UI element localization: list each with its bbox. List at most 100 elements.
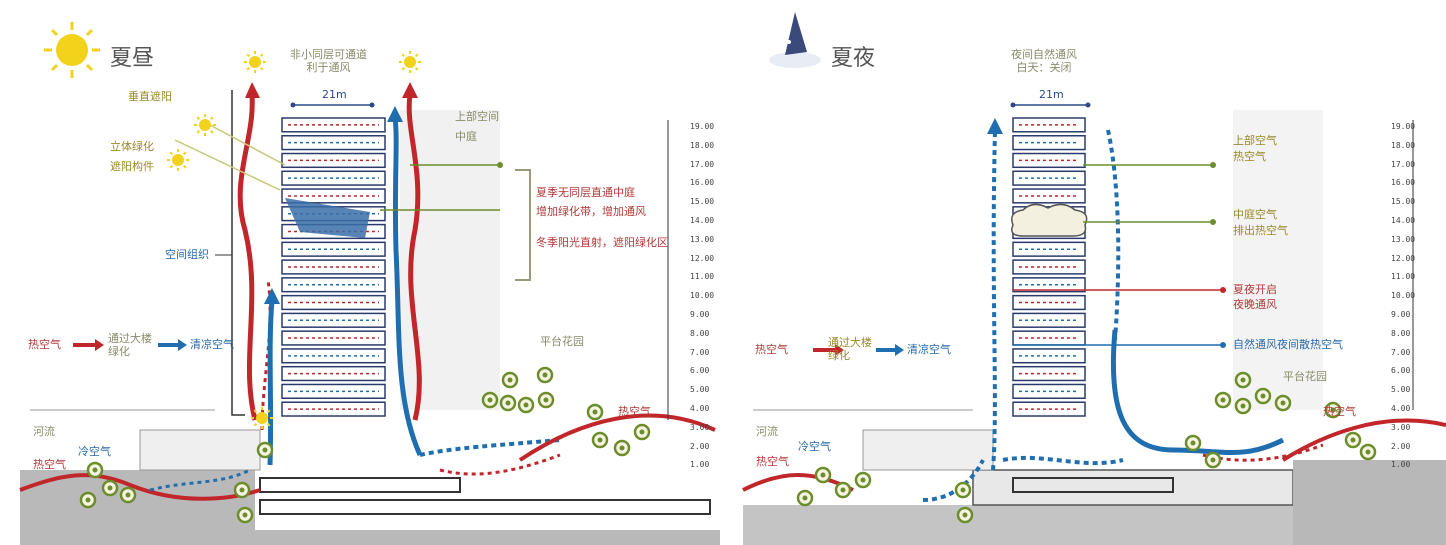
tree-icon: [536, 366, 554, 384]
floor-slab: [1012, 117, 1086, 133]
ground-label: 热空气: [33, 458, 66, 471]
floor-slab: [1012, 259, 1086, 275]
float-label: 热空气: [1323, 405, 1356, 418]
floor-slab: [1012, 312, 1086, 328]
tree-icon: [1344, 431, 1362, 449]
left-note: 立体绿化: [110, 140, 154, 153]
top-note-line: 白天：关闭: [1016, 61, 1072, 74]
right-label: 热空气: [1233, 150, 1266, 163]
elevation-tick-label: 5.00: [690, 385, 710, 395]
ground-label: 热空气: [756, 455, 789, 468]
hot-air-flow: [237, 94, 258, 421]
tree-icon: [236, 506, 254, 524]
elevation-tick-label: 9.00: [1391, 309, 1411, 319]
floor-slab: [1012, 365, 1086, 382]
small-sun-icons: [167, 51, 421, 429]
moon-icon: [769, 12, 821, 68]
floor-slab: [1012, 135, 1086, 151]
podium: [972, 469, 1294, 506]
bracket-note: 夏季无同层直通中庭: [536, 186, 635, 199]
width-label: 21m: [322, 88, 347, 101]
tree-icon: [814, 466, 832, 484]
floor-slab: [1012, 152, 1086, 169]
float-label: 平台花园: [1283, 370, 1327, 383]
floor-slab: [281, 135, 386, 151]
summer-day-panel: 夏昼 非小同层可通道 利于通风 21m 垂直遮阳 立体绿化 遮阳构件 空间组织 …: [19, 22, 720, 545]
tree-icon: [1234, 371, 1252, 389]
day-title: 夏昼: [110, 46, 155, 71]
right-label: 排出热空气: [1233, 224, 1288, 237]
cool-air-flow-dotted: [991, 129, 997, 471]
leader-dot: [1220, 287, 1226, 293]
floor-slab: [1012, 348, 1086, 364]
hot-air-flow: [406, 94, 422, 421]
legend-mid: 通过大楼绿化: [108, 332, 152, 358]
tree-icon: [481, 391, 499, 409]
floor-slab: [1012, 401, 1086, 417]
floor-slab: [281, 277, 386, 293]
elevation-tick-label: 12.00: [1391, 253, 1416, 263]
right-label: 夏夜开启: [1233, 283, 1277, 296]
cool-air-flow-dotted: [419, 438, 561, 457]
floor-slab: [281, 348, 386, 364]
floor-slab: [1012, 294, 1086, 311]
small-sun-icon: [194, 114, 216, 136]
width-label: 21m: [1039, 88, 1064, 101]
elevation-tick-label: 10.00: [690, 291, 715, 301]
cool-air-flow: [392, 117, 423, 457]
leader-dot: [1210, 162, 1216, 168]
tree-icon: [1184, 434, 1202, 452]
elevation-tick-label: 17.00: [1391, 159, 1416, 169]
tree-icon: [1204, 451, 1222, 469]
ground-label: 冷空气: [78, 445, 111, 458]
legend-hot: 热空气: [755, 343, 788, 356]
floor-slab: [1012, 241, 1086, 257]
arrow-head-icon: [987, 118, 1003, 134]
cool-air-flow: [267, 299, 275, 466]
tree-icon: [591, 431, 609, 449]
tree-icon: [956, 506, 974, 524]
floor-slab: [281, 312, 386, 328]
elevation-tick-label: 1.00: [690, 460, 710, 470]
dim-tick: [369, 102, 375, 108]
small-sun-icon: [244, 51, 266, 73]
tree-icon: [499, 394, 517, 412]
elevation-tick-label: 3.00: [690, 422, 710, 432]
dim-tick: [1085, 102, 1091, 108]
top-note: 夜间自然通风 白天：关闭: [1011, 48, 1077, 74]
float-label: 上部空间: [455, 110, 499, 123]
leader-dot: [497, 162, 503, 168]
floor-slab: [281, 170, 386, 186]
right-label: 中庭空气: [1233, 208, 1277, 221]
legend-cool: 清凉空气: [190, 338, 234, 351]
top-note-line: 非小同层可通道: [290, 48, 367, 61]
top-note-line: 利于通风: [306, 61, 351, 74]
tree-icon: [854, 471, 872, 489]
right-terrace: [1293, 460, 1446, 545]
floor-slab: [1012, 188, 1086, 204]
tree-icons: [796, 371, 1377, 524]
low-building: [862, 429, 994, 471]
elevation-tick-label: 8.00: [690, 328, 710, 338]
arrow-head-icon: [245, 82, 260, 98]
elevation-tick-label: 18.00: [690, 140, 715, 150]
left-note: 垂直遮阳: [128, 90, 172, 103]
ground-hot-air: [19, 473, 261, 501]
tree-icon: [586, 403, 604, 421]
tree-icon: [1214, 391, 1232, 409]
left-note: 遮阳构件: [110, 160, 154, 173]
day-section-drawing: [19, 22, 720, 545]
elevation-tick-label: 5.00: [1391, 385, 1411, 395]
floor-slab: [281, 117, 386, 133]
dim-tick: [1010, 102, 1016, 108]
elevation-tick-label: 16.00: [690, 178, 715, 188]
tree-icon: [834, 481, 852, 499]
elevation-tick-label: 2.00: [690, 441, 710, 451]
tower-floors: [281, 117, 386, 417]
float-label: 热空气: [618, 405, 651, 418]
elevation-tick-label: 7.00: [690, 347, 710, 357]
arrow-head-icon: [264, 288, 280, 304]
elevation-tick-label: 9.00: [690, 309, 710, 319]
